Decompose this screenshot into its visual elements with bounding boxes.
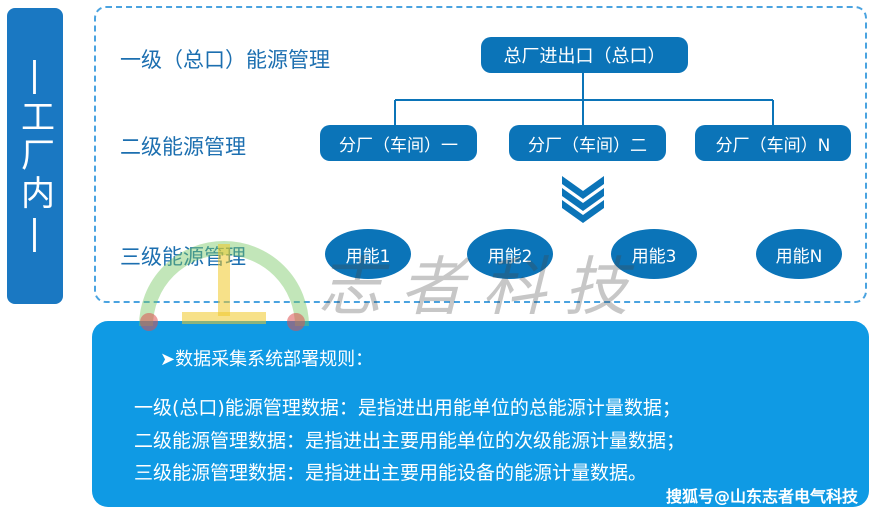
watermark-logo-icon [139,241,309,331]
branch-box-2: 分厂（车间）二 [509,125,666,161]
level1-label: 一级（总口）能源管理 [120,48,330,72]
rule-line-1: 一级(总口)能源管理数据：是指进出用能单位的总能源计量数据； [134,397,681,419]
source-credit: 搜狐号@山东志者电气科技 [665,487,858,506]
branch-box-n: 分厂（车间）N [695,125,851,161]
rules-panel [92,321,869,507]
watermark-text: 志者科技 [318,251,646,325]
unit-ellipse-1: 用能1 [325,229,411,279]
rules-title: ➤数据采集系统部署规则： [160,349,374,370]
unit-ellipse-n: 用能N [756,229,842,279]
down-chevron-icon [562,176,604,223]
top-node-box: 总厂进出口（总口） [481,37,688,73]
factory-inside-label: |工厂内| [7,8,63,304]
rule-line-2: 二级能源管理数据：是指进出主要用能单位的次级能源计量数据； [134,430,686,452]
unit-ellipse-3: 用能3 [611,229,697,279]
level2-label: 二级能源管理 [120,135,246,159]
unit-ellipse-2: 用能2 [467,229,553,279]
rule-line-3: 三级能源管理数据：是指进出主要用能设备的能源计量数据。 [134,462,648,484]
branch-box-1: 分厂（车间）一 [320,125,477,161]
hierarchy-frame [94,6,867,303]
